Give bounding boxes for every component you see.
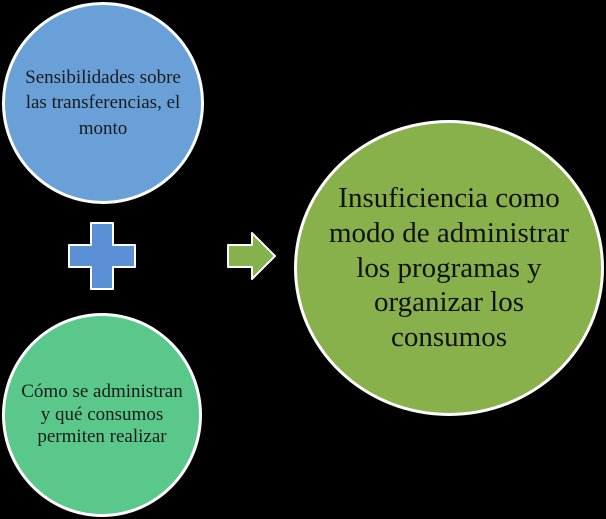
input-circle-consumos-text: Cómo se administran y qué consumos permi… [21,380,183,448]
result-circle-insuficiencia: Insuficiencia como modo de administrar l… [294,120,604,416]
input-circle-consumos: Cómo se administran y qué consumos permi… [2,313,202,517]
input-circle-sensibilidades-text: Sensibilidades sobre las transferencias,… [25,66,181,139]
result-circle-insuficiencia-text: Insuficiencia como modo de administrar l… [328,182,569,354]
plus-icon [68,222,136,290]
plus-shape [68,222,136,290]
arrow-right-icon [227,232,276,280]
arrow-shape [227,232,276,280]
input-circle-sensibilidades: Sensibilidades sobre las transferencias,… [2,2,204,204]
